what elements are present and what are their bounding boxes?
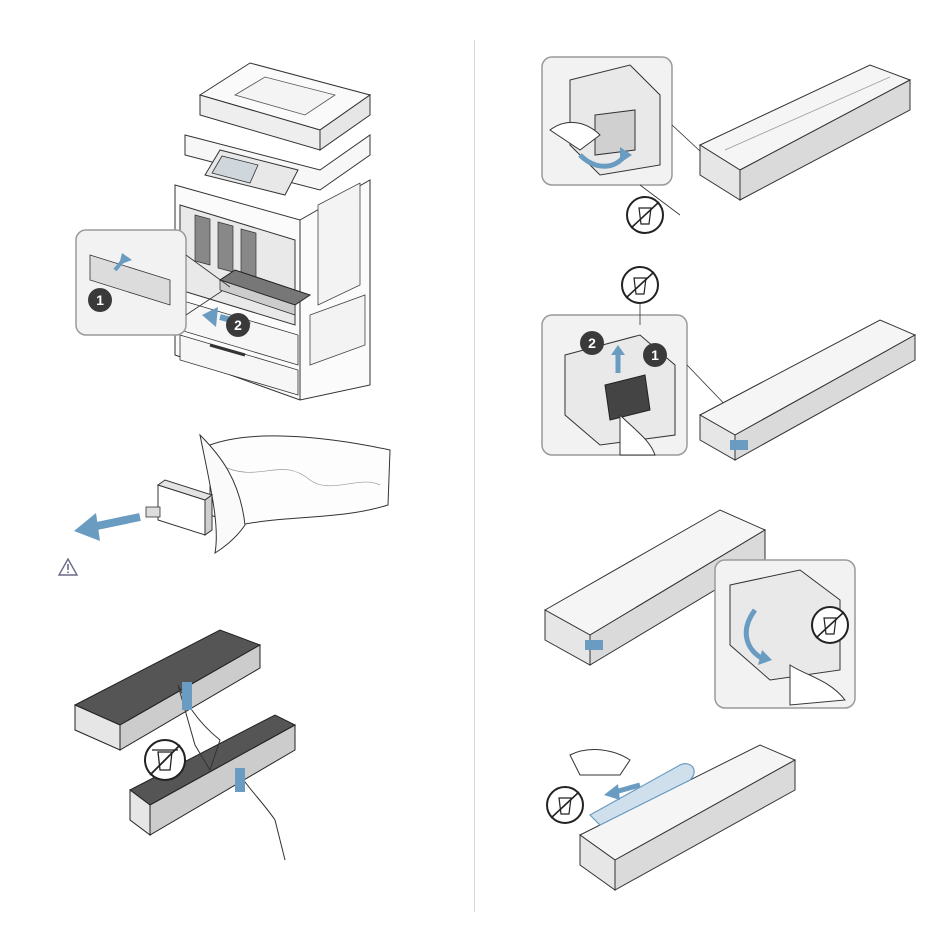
drum-side-cover-figure	[540, 55, 925, 235]
handle-step-2-badge: 2	[588, 335, 596, 351]
warning-triangle-icon	[58, 558, 78, 576]
column-divider	[474, 40, 475, 912]
drum-handle-release-figure: 2 1	[540, 265, 925, 465]
callout-step-2-badge: 2	[234, 317, 242, 333]
handle-step-1-badge: 1	[651, 347, 659, 363]
remove-protective-cover-figure	[70, 620, 310, 880]
remove-from-bag-figure	[70, 425, 400, 555]
printer-open-cover-figure: 1 2	[70, 55, 390, 405]
callout-step-1-badge: 1	[96, 292, 104, 308]
drum-handle-rotate-figure	[540, 500, 860, 715]
drum-peel-sheet-figure	[540, 740, 810, 900]
